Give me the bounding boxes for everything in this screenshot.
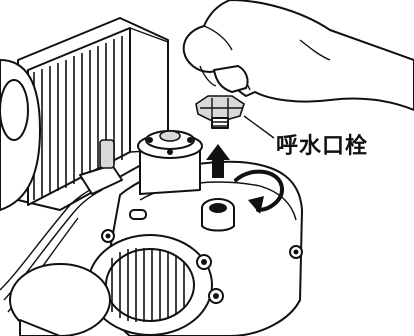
motor-body <box>0 59 41 211</box>
priming-plug-cap <box>195 95 245 129</box>
priming-plug-label: 呼水口栓 <box>276 134 369 159</box>
callout-leader <box>243 115 275 139</box>
housing-bolts <box>101 209 303 304</box>
hand <box>182 0 414 111</box>
priming-port <box>201 198 235 232</box>
wiring <box>0 139 123 313</box>
rotation-arrow <box>234 169 284 214</box>
fan-cover <box>9 234 213 336</box>
up-arrow <box>206 144 230 178</box>
